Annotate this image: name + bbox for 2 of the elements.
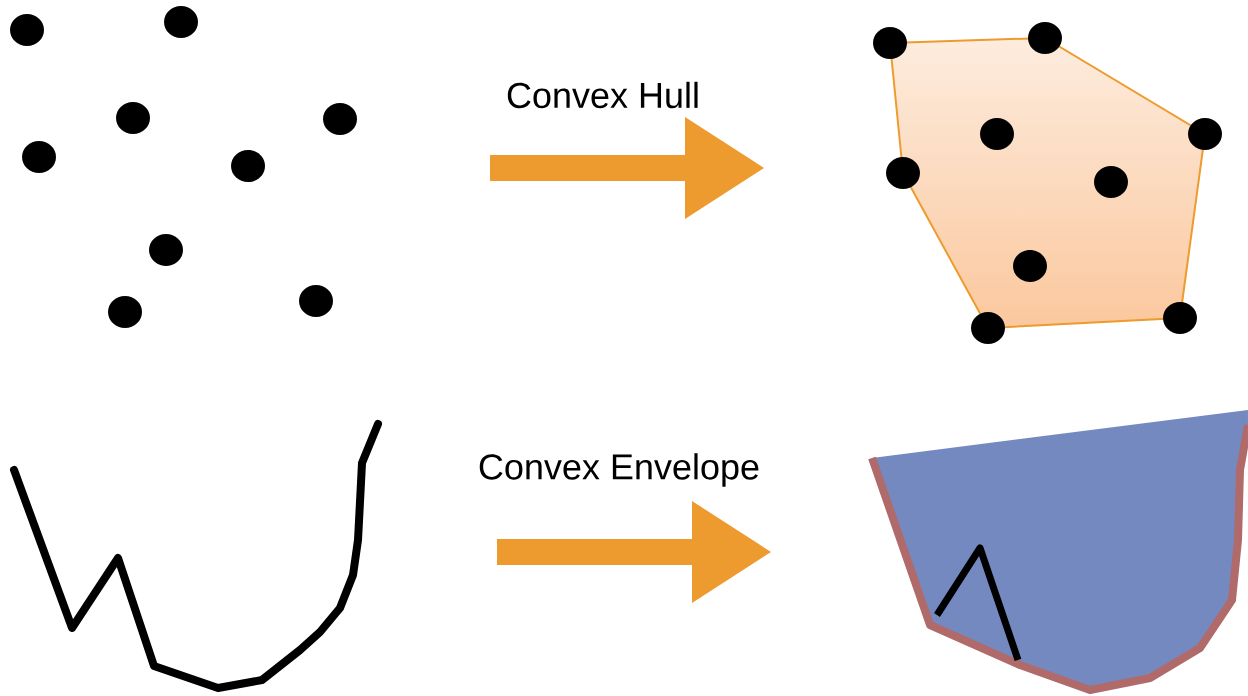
label: Convex Envelope: [479, 453, 759, 487]
label: Convex Hull: [507, 81, 698, 109]
